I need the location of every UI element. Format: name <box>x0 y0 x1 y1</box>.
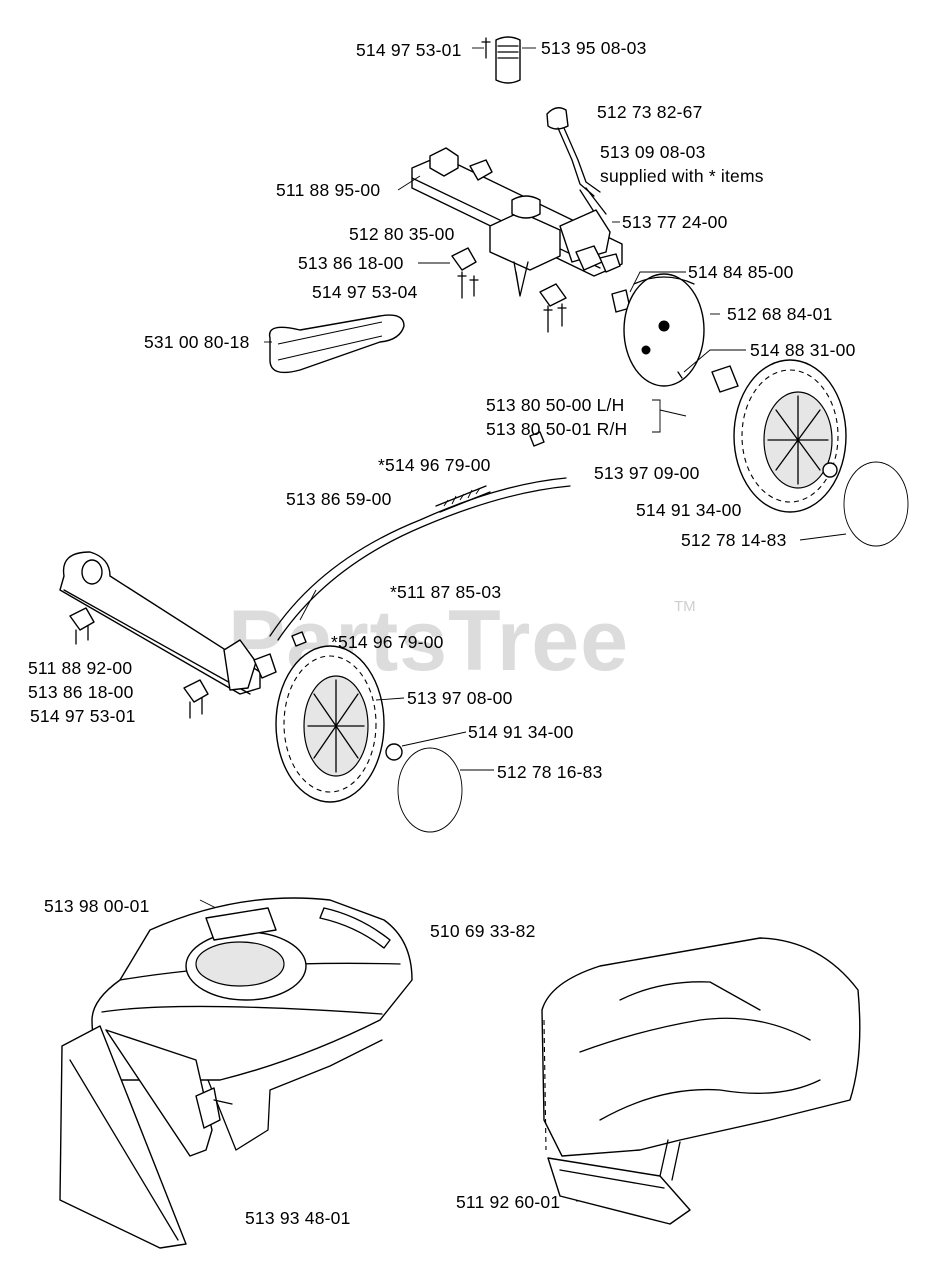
part-label: 514 97 53-01 <box>356 40 462 60</box>
part-label: 512 78 16-83 <box>497 762 603 782</box>
part-note: supplied with * items <box>600 166 764 186</box>
part-label: 511 88 95-00 <box>276 180 381 200</box>
part-label: 513 93 48-01 <box>245 1208 351 1228</box>
rear-right-wheel-drawing <box>711 359 909 547</box>
part-label: 513 97 08-00 <box>407 688 513 708</box>
part-label: *514 96 79-00 <box>378 455 491 475</box>
adjust-rod-drawing <box>269 431 571 647</box>
part-label: 513 77 24-00 <box>622 212 728 232</box>
drive-belt-drawing <box>268 314 405 374</box>
part-label: 512 68 84-01 <box>727 304 833 324</box>
part-label: 513 86 18-00 <box>298 253 404 273</box>
part-label: 531 00 80-18 <box>144 332 250 352</box>
part-label: 513 97 09-00 <box>594 463 700 483</box>
part-label: 512 73 82-67 <box>597 102 703 122</box>
part-label: *511 87 85-03 <box>390 582 502 602</box>
part-label: 513 80 50-00 L/H <box>486 395 625 415</box>
part-label: 514 91 34-00 <box>636 500 742 520</box>
part-label: 513 86 18-00 <box>28 682 134 702</box>
pulley-disc-drawing <box>611 273 705 387</box>
grass-catcher-cover-drawing <box>59 897 413 1249</box>
part-label: 514 88 31-00 <box>750 340 856 360</box>
front-wheel-drawing <box>275 645 463 833</box>
part-label: 512 80 35-00 <box>349 224 455 244</box>
part-label: 511 92 60-01 <box>456 1192 561 1212</box>
part-label: 513 98 00-01 <box>44 896 150 916</box>
upper-clips-and-screws-drawing <box>451 247 567 333</box>
part-label: 513 80 50-01 R/H <box>486 419 628 439</box>
part-label: 514 91 34-00 <box>468 722 574 742</box>
part-label: 513 86 59-00 <box>286 489 392 509</box>
part-label: 514 84 85-00 <box>688 262 794 282</box>
part-label: 514 97 53-04 <box>312 282 418 302</box>
drive-lever-drawing <box>546 107 607 219</box>
part-label: 514 97 53-01 <box>30 706 136 726</box>
gearbox-assembly-drawing <box>411 147 623 297</box>
part-label: 512 78 14-83 <box>681 530 787 550</box>
watermark-trademark: TM <box>674 598 696 615</box>
part-label: 511 88 92-00 <box>28 658 133 678</box>
top-bolt-and-knob-drawing <box>481 36 521 84</box>
part-label: *514 96 79-00 <box>331 632 444 652</box>
grass-bag-drawing <box>541 937 861 1225</box>
front-axle-drawing <box>59 551 277 719</box>
part-label: 513 09 08-03 <box>600 142 706 162</box>
part-label: 510 69 33-82 <box>430 921 536 941</box>
part-label: 513 95 08-03 <box>541 38 647 58</box>
